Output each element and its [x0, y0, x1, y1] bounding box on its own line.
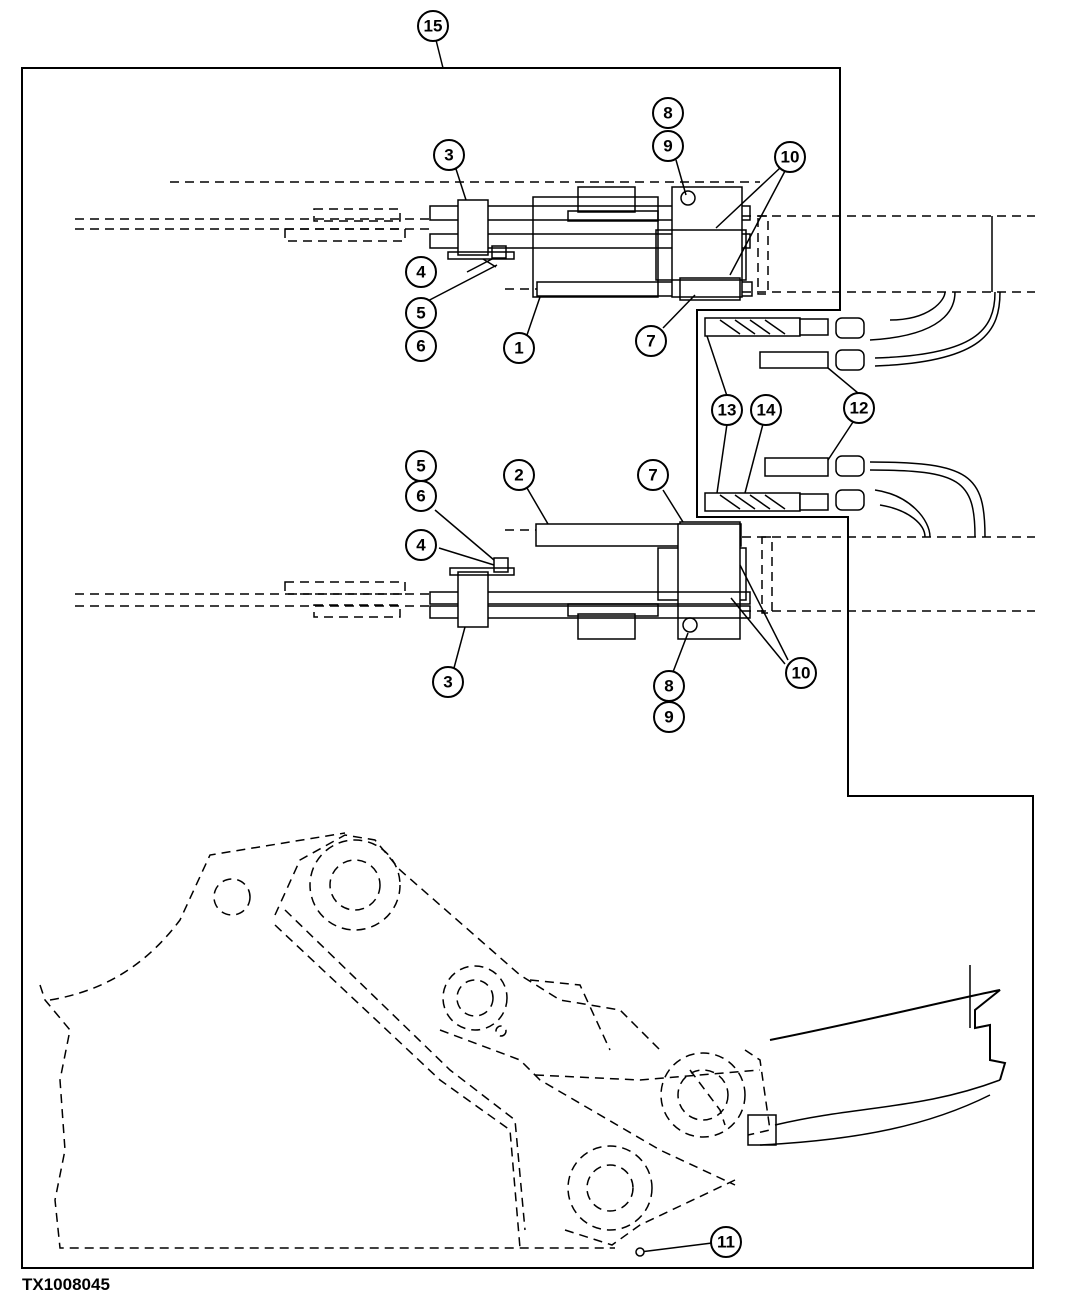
- callout-label: 7: [646, 332, 655, 351]
- callout-4-upper: 4: [405, 256, 437, 288]
- callout-13: 13: [711, 394, 743, 426]
- callout-3-lower: 3: [432, 666, 464, 698]
- callout-10-lower: 10: [785, 657, 817, 689]
- callout-label: 9: [663, 137, 672, 156]
- callout-label: 13: [718, 401, 737, 420]
- callout-4-lower: 4: [405, 529, 437, 561]
- callout-label: 2: [514, 466, 523, 485]
- callout-6-lower: 6: [405, 480, 437, 512]
- callout-label: 9: [664, 708, 673, 727]
- callout-label: 6: [416, 337, 425, 356]
- callout-8-upper: 8: [652, 97, 684, 129]
- callout-7-upper: 7: [635, 325, 667, 357]
- callout-label: 14: [757, 401, 776, 420]
- callout-label: 3: [443, 673, 452, 692]
- callout-label: 8: [663, 104, 672, 123]
- callout-label: 11: [717, 1233, 735, 1252]
- callout-9-lower: 9: [653, 701, 685, 733]
- callout-3-upper: 3: [433, 139, 465, 171]
- callout-5-upper: 5: [405, 297, 437, 329]
- detail-border: [21, 67, 1034, 1269]
- leader-lines: [419, 159, 859, 673]
- callout-9-upper: 9: [652, 130, 684, 162]
- callout-label: 8: [664, 677, 673, 696]
- callout-8-lower: 8: [653, 670, 685, 702]
- figure-id: TX1008045: [22, 1275, 110, 1294]
- leader-15: [435, 39, 444, 69]
- callout-label: 1: [514, 339, 523, 358]
- callout-label: 4: [416, 536, 426, 555]
- callout-label: 7: [648, 466, 657, 485]
- callout-label: 6: [416, 487, 425, 506]
- callout-label: 3: [444, 146, 453, 165]
- callout-15: 15: [417, 10, 449, 42]
- callout-2: 2: [503, 459, 535, 491]
- lower-coupler: [75, 455, 1035, 640]
- callout-5-lower: 5: [405, 450, 437, 482]
- callout-6-upper: 6: [405, 330, 437, 362]
- callout-7-lower: 7: [637, 459, 669, 491]
- callout-11: 11: [710, 1226, 742, 1258]
- callout-10-upper: 10: [774, 141, 806, 173]
- callout-label: 5: [416, 304, 425, 323]
- boom-arm-outline: [39, 832, 1007, 1257]
- callout-label: 10: [792, 664, 811, 683]
- upper-coupler: [75, 181, 1035, 371]
- callout-label: 5: [416, 457, 425, 476]
- callout-label: 4: [416, 263, 426, 282]
- callout-1: 1: [503, 332, 535, 364]
- callout-12: 12: [843, 392, 875, 424]
- callout-label: 10: [781, 148, 800, 167]
- callout-label: 15: [424, 17, 443, 36]
- callout-label: 12: [850, 399, 869, 418]
- callout-14: 14: [750, 394, 782, 426]
